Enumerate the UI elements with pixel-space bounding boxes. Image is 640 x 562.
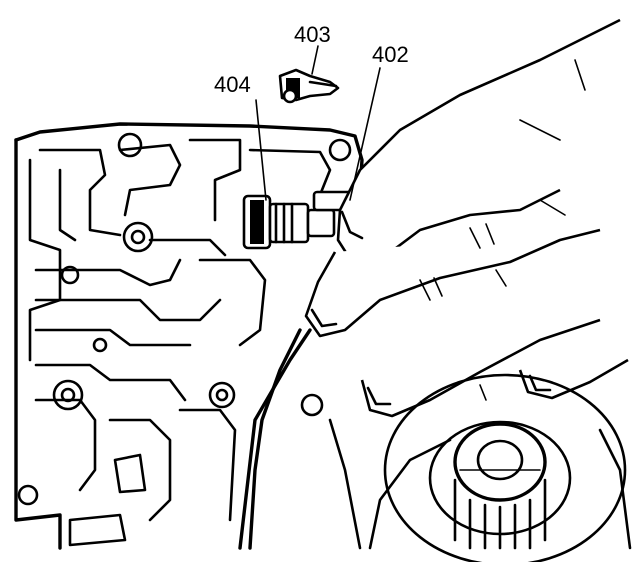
valve-body-casting (14, 122, 364, 550)
retaining-clip (278, 68, 340, 104)
leader-lines (255, 45, 381, 201)
output-shaft-gear (383, 373, 627, 562)
leader-402 (349, 67, 381, 201)
callout-403: 403 (294, 22, 331, 47)
leader-403 (311, 45, 319, 75)
callout-404: 404 (214, 72, 251, 97)
transmission-case (248, 328, 632, 550)
solenoid-assembly (242, 190, 358, 250)
callout-402: 402 (372, 42, 409, 67)
leader-404 (255, 99, 267, 201)
technician-hand (304, 18, 629, 418)
